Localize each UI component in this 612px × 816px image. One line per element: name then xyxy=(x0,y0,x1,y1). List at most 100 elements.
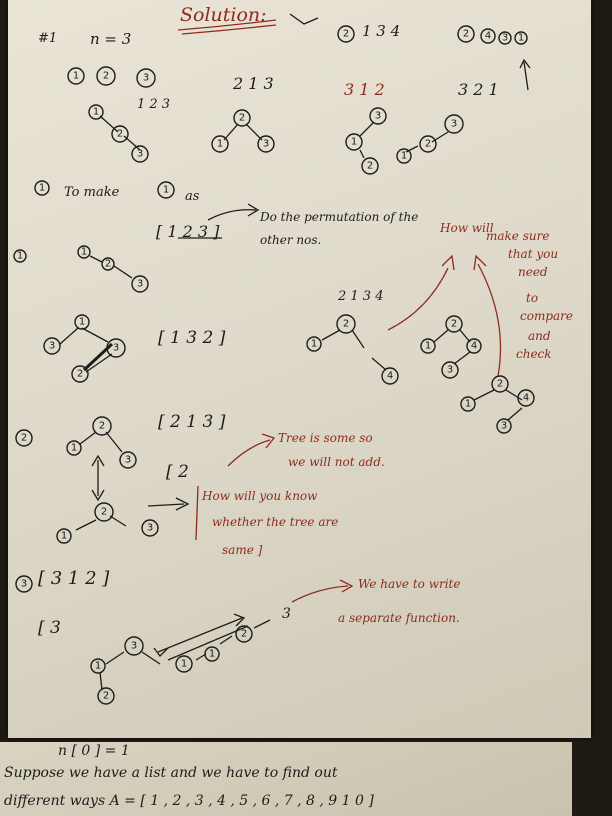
compare-note-line: How will xyxy=(440,221,494,235)
svg-text:1: 1 xyxy=(71,443,77,454)
svg-text:3: 3 xyxy=(21,579,27,590)
svg-text:2: 2 xyxy=(425,139,431,150)
svg-text:1: 1 xyxy=(17,251,23,262)
red-arrow xyxy=(387,267,449,331)
compare-note-line: to xyxy=(526,291,539,305)
red-arrow xyxy=(477,263,502,377)
separate-function-note: a separate function. xyxy=(338,611,460,625)
svg-text:2: 2 xyxy=(103,691,109,702)
svg-text:1: 1 xyxy=(81,247,87,258)
svg-text:3: 3 xyxy=(282,606,291,622)
tree-213: 2 1 3 xyxy=(211,109,275,153)
compare-note-line: check xyxy=(516,347,552,361)
know-note: How will you know xyxy=(202,489,318,503)
section-marker: 1 1 1 2 3 xyxy=(13,180,175,593)
svg-text:1: 1 xyxy=(39,183,45,194)
svg-text:1: 1 xyxy=(61,531,67,542)
tree-321: 3 2 1 xyxy=(396,114,464,164)
svg-text:1: 1 xyxy=(163,185,169,196)
n0-text: n [ 0 ] = 1 xyxy=(58,743,130,759)
title-underline xyxy=(181,24,277,35)
compare-note-line: make sure xyxy=(486,229,550,243)
svg-text:1: 1 xyxy=(95,661,101,672)
svg-text:3: 3 xyxy=(131,641,137,652)
svg-text:1: 1 xyxy=(181,659,187,670)
perm-321: 3 2 1 xyxy=(458,80,499,99)
tree-123-b: 1 2 3 xyxy=(77,245,149,293)
svg-text:1: 1 xyxy=(209,649,215,660)
separate-function-note: We have to write xyxy=(358,577,461,591)
up-arrow xyxy=(523,61,529,91)
red-arrow xyxy=(227,439,271,467)
list-312: [ 3 1 2 ] xyxy=(38,568,110,589)
tree-312-b: 3 1 2 xyxy=(90,636,161,705)
bracket-3: [ 3 xyxy=(38,618,61,638)
tree-132: 1 3 3 2 xyxy=(43,314,126,383)
tree-213-c: 2 1 3 xyxy=(56,502,159,544)
red-arrow xyxy=(291,585,349,603)
to-make-text: To make xyxy=(64,185,120,200)
list-213: [ 2 1 3 ] xyxy=(158,412,226,432)
svg-text:3: 3 xyxy=(502,33,508,44)
svg-text:1: 1 xyxy=(73,71,79,82)
svg-text:3: 3 xyxy=(113,343,119,354)
svg-text:3: 3 xyxy=(501,421,507,432)
svg-text:1: 1 xyxy=(465,399,471,410)
svg-text:4: 4 xyxy=(523,393,529,404)
svg-text:2: 2 xyxy=(77,369,83,380)
tree-123: 1 2 3 xyxy=(88,104,149,163)
compare-note-line: compare xyxy=(520,309,573,323)
svg-text:2: 2 xyxy=(103,71,109,82)
svg-text:4: 4 xyxy=(485,31,491,42)
svg-text:2: 2 xyxy=(343,29,349,40)
compare-note-line: need xyxy=(518,265,548,279)
problem-number: #1 xyxy=(38,31,58,46)
svg-text:1: 1 xyxy=(401,151,407,162)
svg-text:1: 1 xyxy=(518,33,524,44)
svg-text:2: 2 xyxy=(239,113,245,124)
perm-123: 1 2 3 xyxy=(137,97,171,112)
up-arrow-head xyxy=(519,58,531,69)
tree-same-note: Tree is some so xyxy=(278,431,373,445)
suppose-text: Suppose we have a list and we have to fi… xyxy=(4,765,338,781)
svg-text:2: 2 xyxy=(343,319,349,330)
tree-node: 2 2 4 3 1 1 2 3 xyxy=(67,25,528,88)
perm-top: 1 3 4 xyxy=(362,22,401,40)
svg-text:2: 2 xyxy=(117,129,123,140)
red-arrow xyxy=(147,503,185,507)
tree-same-note: we will not add. xyxy=(288,455,385,469)
permutation-note: Do the permutation of the other nos. xyxy=(260,210,419,247)
know-note: whether the tree are xyxy=(212,515,339,529)
svg-text:1: 1 xyxy=(425,341,431,352)
tree-2134-b: 2 1 4 3 xyxy=(420,315,482,379)
svg-text:1: 1 xyxy=(311,339,317,350)
perm-213: 2 1 3 xyxy=(233,74,274,93)
svg-text:3: 3 xyxy=(451,119,457,130)
svg-text:2: 2 xyxy=(99,421,105,432)
svg-text:2: 2 xyxy=(451,319,457,330)
svg-text:1: 1 xyxy=(79,317,85,328)
svg-text:3: 3 xyxy=(375,111,381,122)
know-note: same ] xyxy=(222,543,263,557)
list-132: [ 1 3 2 ] xyxy=(158,328,226,348)
svg-text:3: 3 xyxy=(263,139,269,150)
note-arrow xyxy=(207,209,257,221)
tree-2134-a: 2 1 4 xyxy=(306,314,399,385)
svg-text:3: 3 xyxy=(137,279,143,290)
svg-text:3: 3 xyxy=(147,523,153,534)
tree-312: 3 1 2 xyxy=(345,107,387,175)
svg-text:3: 3 xyxy=(125,455,131,466)
svg-text:2: 2 xyxy=(241,629,247,640)
svg-text:3: 3 xyxy=(137,149,143,160)
compare-note-line: that you xyxy=(508,247,559,261)
title-underline xyxy=(177,19,277,31)
solution-title: Solution: xyxy=(180,4,267,26)
svg-text:2: 2 xyxy=(497,379,503,390)
compare-note-line: and xyxy=(528,329,551,343)
svg-text:3: 3 xyxy=(447,365,453,376)
svg-text:3: 3 xyxy=(49,341,55,352)
svg-text:2: 2 xyxy=(105,259,111,270)
svg-text:1: 1 xyxy=(351,137,357,148)
tree-321-b: 1 1 2 3 xyxy=(175,606,291,673)
header-arrow xyxy=(289,13,319,25)
